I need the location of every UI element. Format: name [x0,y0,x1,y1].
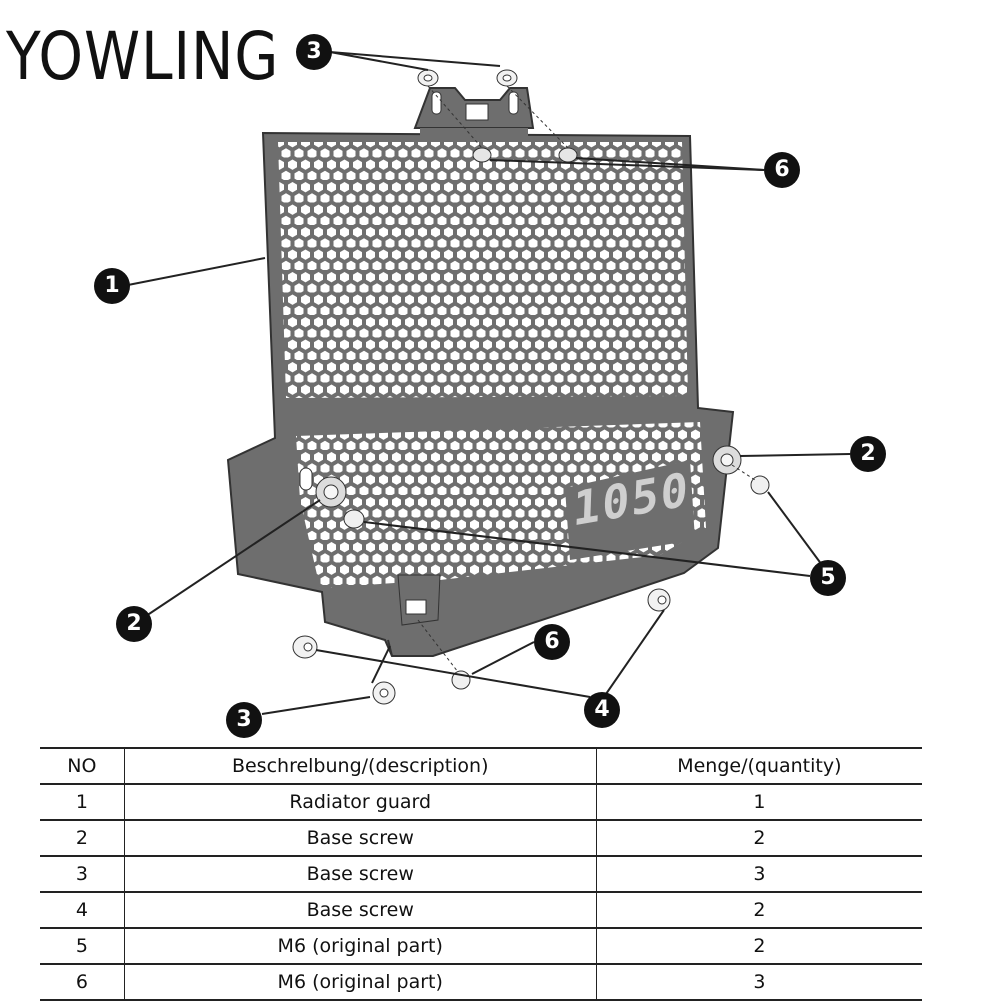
callout-2-left: 2 [116,606,152,642]
cell-quantity: 2 [595,928,922,965]
callout-6-bottom: 6 [534,624,570,660]
honeycomb-upper [278,142,688,398]
washer-top-right [496,69,518,87]
table-row: 5 M6 (original part) 2 [40,928,922,965]
bolt-top-right [558,147,578,163]
table-row: 6 M6 (original part) 3 [40,964,922,1001]
cell-quantity: 2 [595,892,922,929]
cell-description: Base screw [123,856,597,893]
header-description: Beschrelbung/(description) [123,747,597,785]
callout-5: 5 [810,560,846,596]
cell-no: 4 [40,892,125,929]
table-row: 3 Base screw 3 [40,856,922,893]
mount-right [712,445,742,475]
cell-quantity: 3 [595,964,922,1001]
callout-4: 4 [584,692,620,728]
leader-lines [127,51,851,715]
cell-no: 5 [40,928,125,965]
table-header-row: NO Beschrelbung/(description) Menge/(qua… [40,747,922,785]
table-row: 2 Base screw 2 [40,820,922,857]
callout-1: 1 [94,268,130,304]
cell-no: 6 [40,964,125,1001]
cell-description: Base screw [123,892,597,929]
cell-description: Radiator guard [123,784,597,821]
bolt-right [750,475,770,495]
brand-logo: YOWLING [6,18,280,95]
header-quantity: Menge/(quantity) [595,747,922,785]
callout-3-bottom: 3 [226,702,262,738]
parts-table: NO Beschrelbung/(description) Menge/(qua… [40,747,922,1001]
diagram-drawing [127,51,851,715]
bolt-top-left [472,147,492,163]
washer-bottom-a [292,635,318,659]
callout-3-top: 3 [296,34,332,70]
callout-6-top: 6 [764,152,800,188]
cell-no: 3 [40,856,125,893]
cell-description: Base screw [123,820,597,857]
washer-bottom-b [372,681,396,705]
header-no: NO [40,747,125,785]
cell-quantity: 1 [595,784,922,821]
washer-bottom-c [647,588,671,612]
cell-description: M6 (original part) [123,964,597,1001]
cell-no: 1 [40,784,125,821]
exploded-diagram: YOWLING [6,18,886,738]
cell-description: M6 (original part) [123,928,597,965]
mount-left [315,476,347,508]
cell-no: 2 [40,820,125,857]
table-row: 4 Base screw 2 [40,892,922,929]
cell-quantity: 2 [595,820,922,857]
bolt-left [343,509,365,529]
washer-top-left [417,69,439,87]
callout-2-right: 2 [850,436,886,472]
cell-quantity: 3 [595,856,922,893]
table-row: 1 Radiator guard 1 [40,784,922,821]
